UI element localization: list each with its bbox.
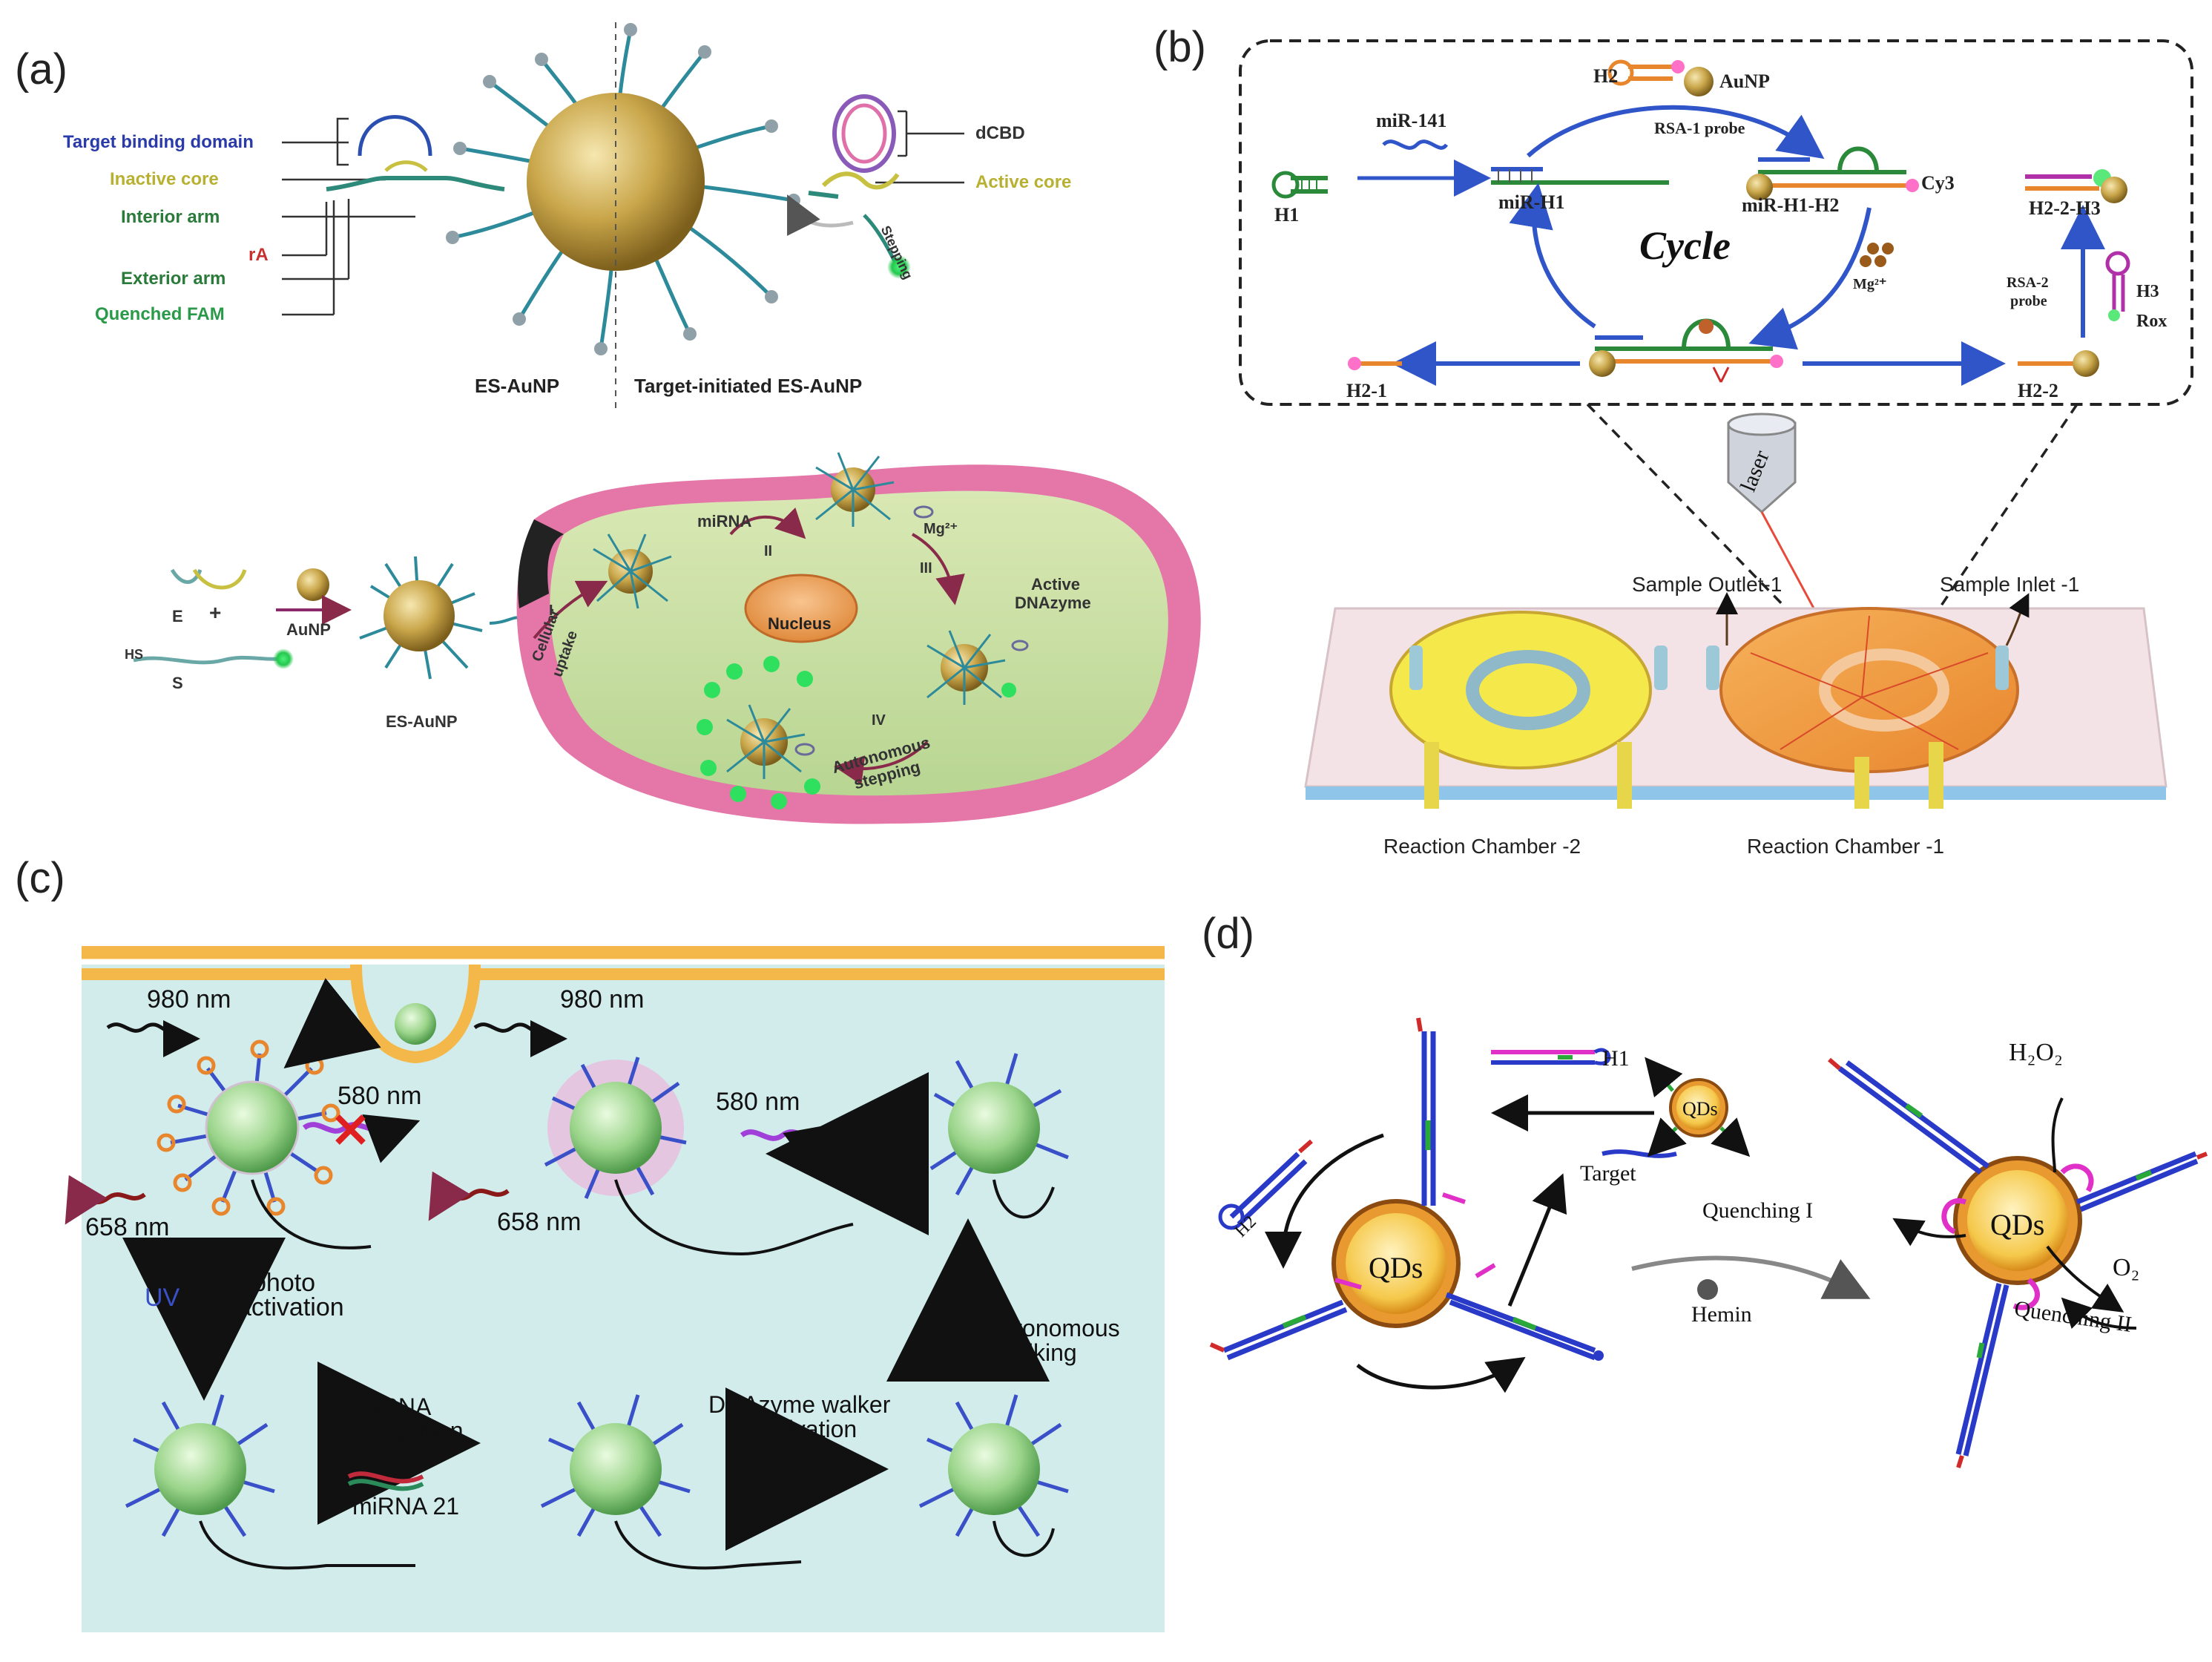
label-es-aunp: ES-AuNP — [475, 375, 560, 397]
label-mirna-recognition-2: recognition — [347, 1417, 464, 1444]
label-h2-1: H2-1 — [1346, 380, 1387, 401]
label-quenched-fam: Quenched FAM — [95, 304, 225, 324]
label-activation-photo: activation — [237, 1293, 344, 1321]
label-e: E — [172, 607, 183, 625]
label-sample-outlet: Sample Outlet-1 — [1632, 573, 1783, 596]
label-aunp-b: AuNP — [1719, 70, 1770, 92]
label-photo: photo — [252, 1269, 316, 1297]
label-step-iv: IV — [872, 712, 886, 729]
label-h3: H3 — [2136, 282, 2159, 301]
panel-c-artwork — [65, 946, 1165, 1632]
label-hs: HS — [125, 647, 144, 662]
label-mirna21: miRNA 21 — [352, 1493, 460, 1520]
panel-d-letter: (d) — [1202, 910, 1254, 958]
label-mg-b: Mg²⁺ — [1853, 276, 1887, 292]
label-exterior-arm: Exterior arm — [121, 269, 226, 289]
label-autonomous-walking-2: walking — [998, 1339, 1077, 1366]
panel-b-artwork — [1239, 39, 2193, 809]
label-s: S — [172, 674, 183, 692]
label-h2o2: H₂O₂ — [2009, 1039, 2063, 1066]
label-o2: O₂ — [2113, 1254, 2140, 1281]
label-qds-right: QDs — [1990, 1208, 2045, 1241]
label-rsa2-probe: probe — [2010, 293, 2047, 309]
label-h2-d: H2 — [1231, 1212, 1260, 1241]
label-h1-b: H1 — [1274, 204, 1300, 226]
label-rox: Rox — [2136, 312, 2167, 331]
panel-a-letter: (a) — [15, 45, 68, 93]
label-dnazyme-activation: activation — [757, 1416, 858, 1442]
label-cycle: Cycle — [1639, 223, 1731, 268]
label-mir-h1-h2: miR-H1-H2 — [1742, 194, 1840, 216]
panel-b: H2 AuNP miR-141 RSA-1 probe H1 miR-H1 mi… — [1150, 0, 2212, 861]
label-dcbd: dCBD — [975, 123, 1025, 143]
label-stepping: Stepping — [878, 223, 916, 282]
label-nucleus: Nucleus — [768, 614, 832, 633]
label-dnazyme: DNAzyme — [1015, 594, 1091, 612]
label-dnazyme-walker: DNAzyme walker — [708, 1391, 891, 1418]
panel-c: 980 nm 580 nm 658 nm 980 nm 580 nm 658 n… — [0, 861, 1187, 1662]
label-cy3: Cy3 — [1921, 172, 1955, 194]
label-quenching-1: Quenching I — [1702, 1198, 1814, 1223]
label-step-ii: II — [764, 543, 773, 559]
panel-d: H1 H2 QDs QDs QDs Target H₂O₂ Quenching … — [1187, 861, 2212, 1662]
label-active-1: Active — [1031, 575, 1081, 594]
panel-b-letter: (b) — [1153, 23, 1206, 71]
label-autonomous-walking-1: Autonomous — [987, 1315, 1120, 1341]
label-rsa1: RSA-1 probe — [1654, 119, 1745, 137]
label-980nm-a: 980 nm — [147, 985, 231, 1014]
label-hemin: Hemin — [1691, 1302, 1752, 1327]
label-mirna-recognition-1: miRNA — [356, 1393, 432, 1420]
label-sample-inlet: Sample Inlet -1 — [1940, 573, 2080, 596]
label-mirna: miRNA — [697, 512, 752, 531]
label-qds-small: QDs — [1682, 1098, 1718, 1120]
label-980nm-b: 980 nm — [560, 985, 645, 1014]
label-rsa2: RSA-2 — [2007, 275, 2049, 291]
label-reaction-chamber-2: Reaction Chamber -2 — [1383, 835, 1581, 858]
label-ra: rA — [248, 245, 269, 265]
label-uv: UV — [145, 1284, 180, 1312]
label-laser: laser — [1735, 447, 1774, 496]
label-target-d: Target — [1580, 1161, 1636, 1186]
panel-a-artwork — [133, 22, 1201, 824]
label-plus: + — [209, 601, 222, 624]
label-658nm-a: 658 nm — [85, 1213, 170, 1241]
label-es-aunp-bottom: ES-AuNP — [386, 712, 458, 731]
label-target-binding-domain: Target binding domain — [63, 132, 254, 152]
panel-d-artwork — [1209, 1017, 2208, 1468]
label-mir-h1: miR-H1 — [1498, 191, 1565, 213]
label-quenching-2: Quenching II — [2012, 1296, 2133, 1337]
label-580nm-a: 580 nm — [338, 1082, 422, 1110]
label-interior-arm: Interior arm — [121, 207, 220, 227]
label-h2-2-h3: H2-2-H3 — [2029, 197, 2101, 219]
label-qds-left: QDs — [1369, 1251, 1423, 1284]
panel-c-letter: (c) — [15, 854, 65, 902]
label-mir141: miR-141 — [1376, 110, 1447, 131]
label-aunp: AuNP — [286, 620, 331, 639]
label-580nm-b: 580 nm — [716, 1088, 800, 1116]
label-h2-2: H2-2 — [2018, 380, 2058, 401]
label-reaction-chamber-1: Reaction Chamber -1 — [1747, 835, 1945, 858]
label-658nm-b: 658 nm — [497, 1208, 582, 1236]
label-step-i: I — [549, 602, 553, 619]
label-active-core: Active core — [975, 172, 1072, 192]
label-inactive-core: Inactive core — [110, 169, 219, 189]
label-h1-d: H1 — [1602, 1046, 1630, 1071]
label-target-initiated-es-aunp: Target-initiated ES-AuNP — [634, 375, 863, 397]
label-step-iii: III — [920, 560, 932, 577]
label-h2: H2 — [1593, 65, 1619, 87]
label-mg: Mg²⁺ — [924, 521, 958, 537]
panel-a: Target binding domain Inactive core Inte… — [0, 0, 1231, 861]
